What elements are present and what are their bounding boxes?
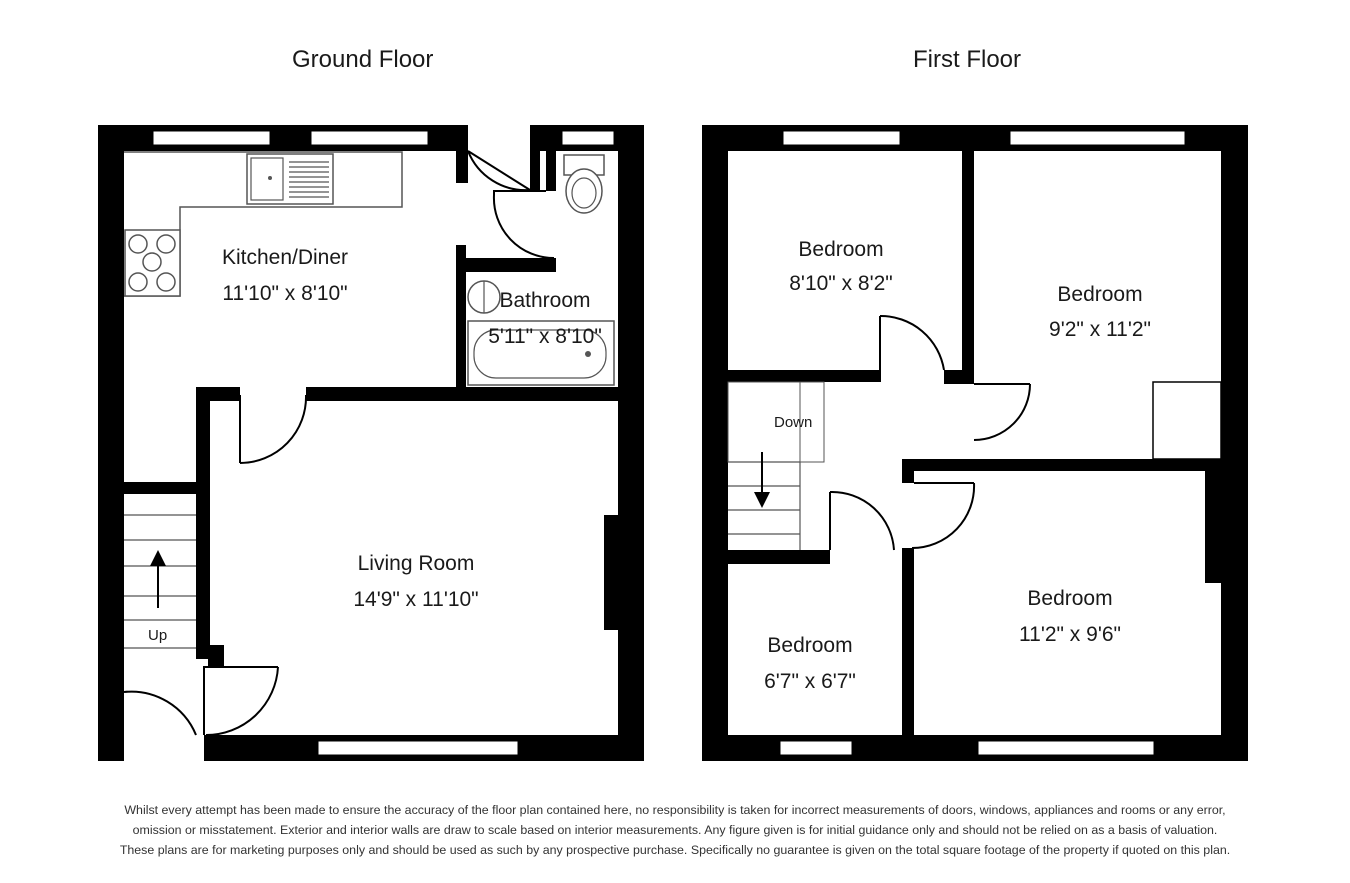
ground-west-wall [98, 125, 124, 761]
ground-east-wall [618, 125, 644, 761]
hall-wall [196, 645, 224, 659]
cupboard [1152, 381, 1222, 460]
entrance-door-arc-2 [123, 690, 197, 736]
ground-floor-plan: Up Kitchen/Diner 11'10" x 8'10" Bathroom… [98, 125, 644, 761]
entrance-gap [124, 735, 204, 761]
window-bedroom-br [977, 740, 1155, 756]
bath-inner [473, 329, 607, 379]
bedroom-tl-door-arc [879, 314, 945, 371]
kitchen-dims: 11'10" x 8'10" [222, 282, 347, 305]
bathroom-name: Bathroom [499, 289, 590, 312]
toilet-bowl [565, 168, 603, 214]
living-dims: 14'9" x 11'10" [353, 588, 478, 611]
disclaimer-line-1: Whilst every attempt has been made to en… [124, 803, 1226, 817]
bedroom-tr-dims: 9'2" x 11'2" [1049, 318, 1151, 341]
kitchen-door-jamb [456, 125, 468, 183]
bedroom-br-wall-stub [902, 459, 914, 483]
disclaimer: Whilst every attempt has been made to en… [0, 800, 1350, 860]
ground-doors [123, 150, 555, 737]
first-west-wall [702, 125, 728, 761]
bathroom-door-stop [493, 190, 546, 195]
disclaimer-line-2: omission or misstatement. Exterior and i… [132, 823, 1218, 837]
bedroom-br-name: Bedroom [1027, 587, 1112, 610]
living-west-wall [196, 387, 210, 657]
living-name: Living Room [358, 552, 475, 575]
window-bedroom-small [779, 740, 853, 756]
bedroom-br-door-arc [911, 482, 976, 550]
first-doors [829, 314, 1031, 551]
hob-rings [128, 234, 176, 292]
bedroom-tl-name: Bedroom [798, 238, 883, 261]
first-floor-title: First Floor [913, 46, 1021, 73]
front-kitchen-door-leaf [467, 150, 531, 191]
bedroom-small-east-wall [902, 548, 914, 735]
first-floor-plan: Down Bedroom 8'10" x 8'2" Bedroom 9'2" x… [702, 125, 1248, 761]
entrance-door-leaf [203, 666, 278, 735]
bathroom-dims: 5'11" x 8'10" [488, 325, 602, 348]
bathroom-north-wall [466, 258, 556, 272]
window-bedroom-tl [782, 130, 901, 146]
bedroom-divider-wall [962, 151, 974, 384]
stairs-up-label: Up [148, 627, 167, 644]
bedroom-tl-dims: 8'10" x 8'2" [789, 272, 893, 295]
kitchen-name: Kitchen/Diner [222, 246, 348, 269]
bathroom-door-arc [492, 194, 555, 260]
floor-plan-drawing: Up Kitchen/Diner 11'10" x 8'10" Bathroom… [98, 125, 1248, 761]
bedroom-br-dims: 11'2" x 9'6" [1019, 623, 1121, 646]
sink-drain [268, 176, 272, 180]
bedroom-small-dims: 6'7" x 6'7" [764, 670, 856, 693]
window-bathroom [561, 130, 615, 146]
landing-north-wall-right [944, 370, 974, 384]
toilet-seat [571, 177, 597, 209]
bathroom-wall-stub [546, 125, 556, 191]
bedroom-small-north-wall [728, 550, 830, 564]
kitchen-door-arc [467, 150, 531, 192]
bedroom-br-chimney [1205, 471, 1221, 583]
living-fireplace [604, 515, 618, 630]
bath-plug [585, 351, 591, 357]
living-door-arc [239, 394, 308, 464]
bathroom-door-jamb [530, 125, 540, 191]
window-kitchen-2 [310, 130, 429, 146]
window-bedroom-tr [1009, 130, 1186, 146]
window-living-south [317, 740, 519, 756]
bedroom-small-door-arc [829, 490, 895, 551]
ground-floor-title: Ground Floor [292, 46, 434, 73]
ground-north-wall-gap [468, 125, 530, 151]
stairs-down-arrowhead [754, 492, 770, 508]
first-east-wall [1221, 125, 1248, 761]
stairs-top-wall [124, 482, 196, 494]
ground-stairs [124, 514, 196, 649]
entrance-door-arc [205, 666, 279, 737]
bedroom-small-name: Bedroom [767, 634, 852, 657]
sink-bowl [250, 157, 284, 201]
disclaimer-line-3: These plans are for marketing purposes o… [119, 843, 1231, 857]
first-stairs [728, 461, 801, 550]
bathroom-west-wall [456, 245, 466, 391]
landing-north-wall [728, 370, 880, 382]
bedroom-br-north-wall [902, 459, 1221, 471]
bedroom-tr-name: Bedroom [1057, 283, 1142, 306]
living-north-wall [306, 387, 618, 401]
window-kitchen-1 [152, 130, 271, 146]
bedroom-tr-door-arc [973, 383, 1031, 441]
stairs-up-arrowhead [150, 550, 166, 566]
hall-wall-step [208, 659, 224, 667]
stairs-down-label: Down [774, 414, 812, 431]
sink-drainer [289, 161, 329, 198]
